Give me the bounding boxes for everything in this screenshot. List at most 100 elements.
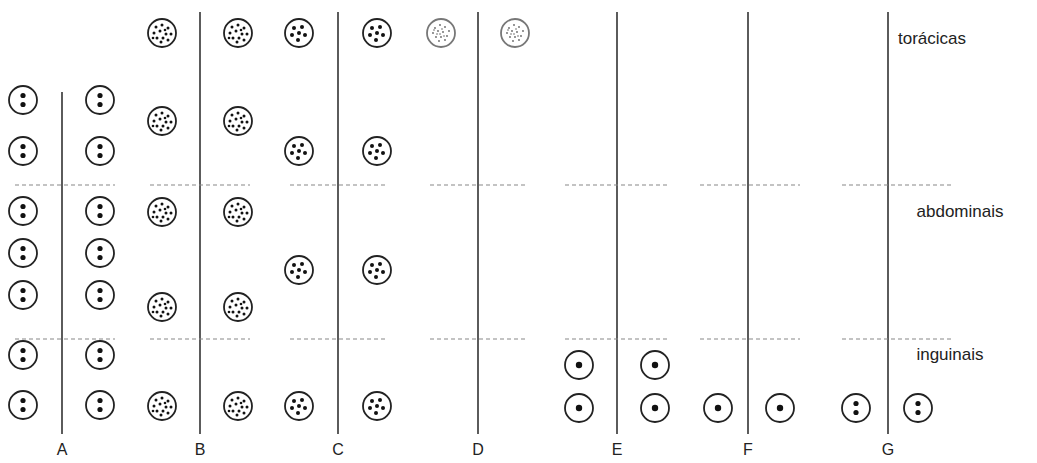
duct-dot [381, 406, 385, 410]
teat-circle [224, 198, 252, 226]
duct-dot [165, 121, 168, 124]
duct-dot [161, 203, 164, 206]
teat-circle [224, 392, 252, 420]
duct-dot [20, 297, 25, 302]
duct-dot [97, 288, 102, 293]
duct-dot [229, 32, 232, 35]
region-boundary [150, 184, 250, 185]
duct-dot [97, 255, 102, 260]
duct-dot [167, 400, 170, 403]
duct-dot [160, 414, 163, 417]
duct-dot [153, 405, 156, 408]
duct-dot [290, 151, 294, 155]
duct-dot [153, 306, 156, 309]
duct-dot [160, 315, 163, 318]
duct-dot [374, 38, 378, 42]
duct-dot [20, 93, 25, 98]
duct-dot [238, 216, 241, 219]
duct-dot [652, 405, 658, 411]
duct-dot [522, 30, 524, 32]
duct-dot [515, 28, 517, 30]
duct-dot [518, 39, 520, 41]
duct-dot [235, 30, 238, 33]
duct-dot [231, 114, 234, 117]
region-label: abdominais [917, 203, 1004, 222]
duct-dot [370, 399, 374, 403]
duct-dot [517, 35, 519, 37]
duct-dot [231, 300, 234, 303]
duct-dot [243, 115, 246, 118]
midline [887, 12, 889, 434]
duct-dot [159, 304, 162, 307]
duct-dot [238, 311, 241, 314]
duct-dot [241, 307, 244, 310]
duct-dot [170, 121, 173, 124]
duct-dot [167, 313, 170, 316]
duct-dot [853, 410, 858, 415]
duct-dot [235, 403, 238, 406]
teat-circle [285, 256, 313, 284]
duct-dot [20, 246, 25, 251]
region-boundary [15, 338, 115, 339]
duct-dot [229, 211, 232, 214]
duct-dot [153, 211, 156, 214]
duct-dot [97, 246, 102, 251]
duct-dot [152, 410, 155, 413]
duct-dot [235, 209, 238, 212]
duct-dot [236, 41, 239, 44]
duct-dot [232, 37, 235, 40]
duct-dot [162, 37, 165, 40]
duct-dot [231, 205, 234, 208]
duct-dot [228, 37, 231, 40]
duct-dot [237, 203, 240, 206]
duct-dot [511, 30, 513, 32]
teat-circle [148, 392, 176, 420]
duct-dot [297, 404, 301, 408]
duct-dot [381, 33, 385, 37]
duct-dot [439, 24, 441, 26]
duct-dot [167, 27, 170, 30]
duct-dot [97, 204, 102, 209]
duct-dot [448, 30, 450, 32]
duct-dot [368, 151, 372, 155]
duct-dot [97, 102, 102, 107]
duct-dot [237, 24, 240, 27]
duct-dot [152, 311, 155, 314]
duct-dot [232, 216, 235, 219]
region-boundary [565, 184, 668, 185]
duct-dot [432, 32, 434, 34]
teat-circle [148, 293, 176, 321]
duct-dot [518, 26, 520, 28]
duct-dot [243, 39, 246, 42]
duct-dot [162, 216, 165, 219]
duct-dot [97, 213, 102, 218]
duct-dot [170, 212, 173, 215]
duct-dot [235, 304, 238, 307]
teat-circle [9, 197, 37, 225]
duct-dot [296, 38, 300, 42]
duct-dot [20, 348, 25, 353]
duct-dot [246, 212, 249, 215]
duct-dot [159, 30, 162, 33]
teat-circle [86, 137, 114, 165]
duct-dot [297, 149, 301, 153]
duct-dot [156, 216, 159, 219]
duct-dot [155, 205, 158, 208]
duct-dot [162, 311, 165, 314]
duct-dot [167, 301, 170, 304]
duct-dot [381, 151, 385, 155]
duct-dot [243, 412, 246, 415]
duct-dot [374, 411, 378, 415]
duct-dot [290, 270, 294, 274]
duct-dot [240, 402, 243, 405]
duct-dot [437, 30, 439, 32]
duct-dot [435, 36, 437, 38]
duct-dot [161, 397, 164, 400]
duct-dot [241, 33, 244, 36]
duct-dot [20, 255, 25, 260]
duct-dot [375, 31, 379, 35]
duct-dot [292, 399, 296, 403]
duct-dot [506, 32, 508, 34]
teat-circle [285, 19, 313, 47]
